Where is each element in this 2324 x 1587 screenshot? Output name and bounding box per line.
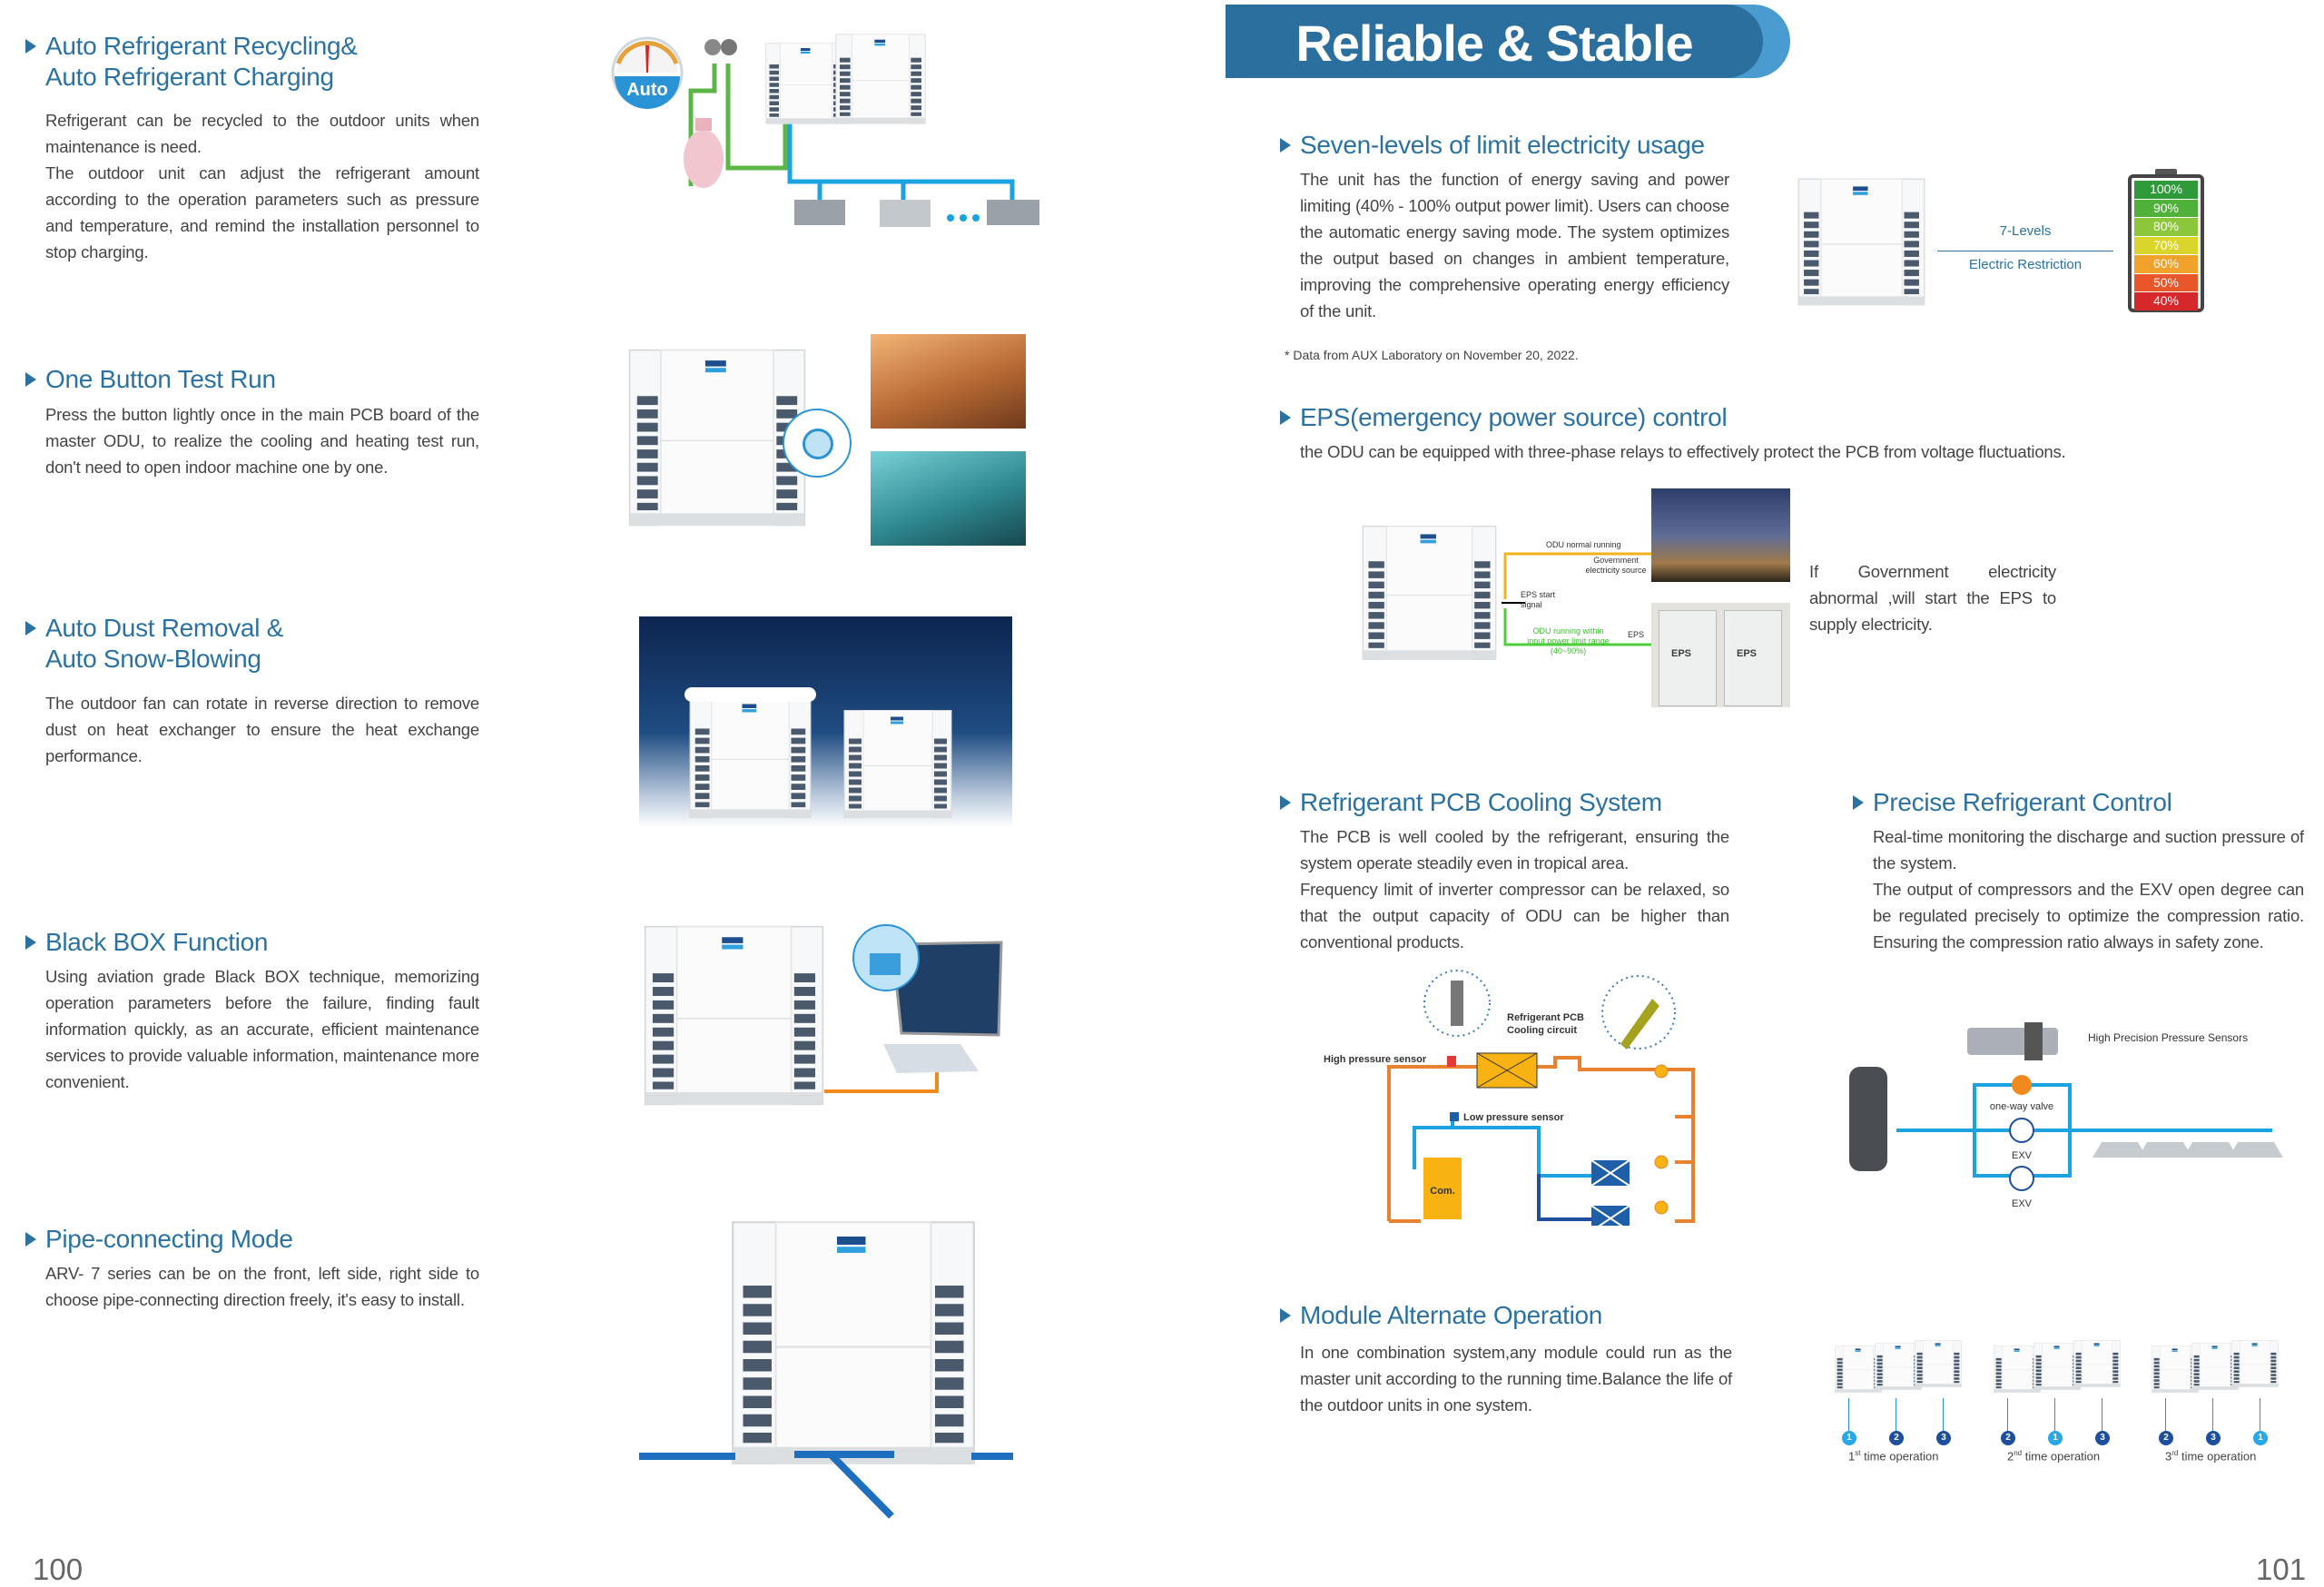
eps-cabinet-label: EPS [1671, 648, 1692, 659]
triangle-bullet-icon [1280, 410, 1291, 425]
footnote: * Data from AUX Laboratory on November 2… [1285, 348, 1579, 362]
one-way-valve-label: one-way valve [1990, 1101, 2053, 1112]
section-title-pcb-cooling: Refrigerant PCB Cooling System [1280, 787, 1662, 818]
section-title-one-button-test: One Button Test Run [25, 364, 276, 395]
eps-cabinets-photo: EPS EPS [1651, 603, 1790, 707]
section-body-auto-dust-removal: The outdoor fan can rotate in reverse di… [45, 694, 479, 765]
module-order-badge: 2 [2159, 1431, 2173, 1445]
section-title-eps: EPS(emergency power source) control [1280, 402, 1728, 433]
battery-icon: 100%90%80%70%60%50%40% [2128, 169, 2204, 312]
triangle-bullet-icon [1280, 1308, 1291, 1323]
computer-illustration [824, 917, 1015, 1108]
module-order-badge: 2 [2001, 1431, 2015, 1445]
section-title-auto-refrigerant: Auto Refrigerant Recycling& Auto Refrige… [25, 31, 358, 93]
triangle-bullet-icon [25, 935, 36, 950]
electric-restriction-label: Electric Restriction [1968, 257, 2083, 272]
page-number: 100 [33, 1552, 84, 1586]
section-body-black-box: Using aviation grade Black BOX technique… [45, 967, 479, 1091]
triangle-bullet-icon [25, 372, 36, 387]
room-photo-warm [871, 334, 1026, 429]
room-photo-cool [871, 451, 1026, 546]
section-body-pcb-cooling: The PCB is well cooled by the refrigeran… [1300, 827, 1729, 951]
compressor-label: Com. [1430, 1186, 1455, 1197]
odu-limited-label: ODU running within input power limit ran… [1527, 626, 1610, 656]
triangle-bullet-icon [1280, 795, 1291, 810]
module-order-badge: 3 [1936, 1431, 1951, 1445]
section-body-module-alternate: In one combination system,any module cou… [1300, 1343, 1732, 1414]
battery-level: 60% [2134, 255, 2198, 273]
page-banner: Reliable & Stable [1226, 5, 1790, 78]
circuit-label: Cooling circuit [1507, 1025, 1577, 1036]
eps-start-label: EPS start signal [1521, 590, 1556, 609]
battery-level: 100% [2134, 181, 2198, 199]
section-body-seven-levels: The unit has the function of energy savi… [1300, 170, 1729, 320]
section-body-eps: the ODU can be equipped with three-phase… [1300, 442, 2066, 461]
odu-module-image [1915, 1340, 1962, 1387]
odu-unit-image [644, 925, 824, 1106]
banner-title: Reliable & Stable [1295, 15, 1693, 72]
operation-label: 2nd time operation [2007, 1449, 2101, 1464]
operation-label: 3rd time operation [2165, 1449, 2257, 1464]
module-order-badge: 3 [2206, 1431, 2221, 1445]
pressure-sensor-label: High Precision Pressure Sensors [2088, 1031, 2248, 1044]
odu-unit-image [1797, 178, 1925, 306]
section-body-pipe-connecting: ARV- 7 series can be on the front, left … [45, 1264, 479, 1309]
triangle-bullet-icon [25, 621, 36, 636]
eps-side-text: If Government electricity abnormal ,will… [1809, 562, 2056, 634]
section-title-precise-control: Precise Refrigerant Control [1853, 787, 2172, 818]
test-button-icon [783, 409, 852, 478]
auto-badge: Auto [626, 80, 668, 100]
battery-level: 50% [2134, 273, 2198, 291]
pcb-cooling-diagram: Com. Refrigerant PCB Cooling circuit Hig… [1324, 970, 1695, 1226]
triangle-bullet-icon [25, 1232, 36, 1247]
section-body-one-button-test: Press the button lightly once in the mai… [45, 405, 479, 477]
odu-module-image [2073, 1340, 2121, 1387]
exv-label: EXV [2012, 1198, 2033, 1209]
module-order-badge: 1 [1842, 1431, 1856, 1445]
section-title-seven-levels: Seven-levels of limit electricity usage [1280, 130, 1705, 161]
battery-level: 40% [2134, 292, 2198, 310]
odu-unit-image [1362, 526, 1497, 660]
odu-normal-running-label: ODU normal running [1546, 540, 1621, 549]
pipe-connecting-illustration [635, 1217, 1017, 1525]
circuit-label: Refrigerant PCB [1507, 1012, 1584, 1023]
eps-flow-arrows [1502, 552, 1652, 646]
module-order-badge: 3 [2095, 1431, 2110, 1445]
page-number: 101 [2256, 1552, 2307, 1586]
module-order-badge: 2 [1889, 1431, 1904, 1445]
section-title-pipe-connecting: Pipe-connecting Mode [25, 1224, 293, 1255]
section-title-black-box: Black BOX Function [25, 927, 268, 958]
levels-label: 7-Levels [1999, 223, 2052, 239]
section-body-precise-control: Real-time monitoring the discharge and s… [1873, 827, 2304, 951]
gov-source-label: Government electricity source [1585, 556, 1647, 575]
snow-scene-image [639, 616, 1012, 827]
odu-unit-image [628, 349, 806, 527]
triangle-bullet-icon [25, 39, 36, 54]
exv-label: EXV [2012, 1150, 2033, 1161]
section-title-module-alternate: Module Alternate Operation [1280, 1300, 1602, 1331]
auto-refrigerant-illustration: Auto [604, 27, 1053, 254]
low-pressure-sensor-label: Low pressure sensor [1463, 1112, 1564, 1123]
module-order-badge: 1 [2253, 1431, 2268, 1445]
section-body-auto-refrigerant: Refrigerant can be recycled to the outdo… [45, 111, 479, 261]
power-tower-photo [1651, 488, 1790, 582]
eps-cabinet-label: EPS [1737, 648, 1758, 659]
precise-control-diagram: High Precision Pressure Sensors one-way … [1849, 1022, 2283, 1209]
battery-level: 90% [2134, 199, 2198, 217]
section-title-auto-dust-removal: Auto Dust Removal & Auto Snow-Blowing [25, 613, 283, 675]
triangle-bullet-icon [1853, 795, 1864, 810]
odu-module-image [2231, 1340, 2279, 1387]
triangle-bullet-icon [1280, 138, 1291, 153]
battery-level: 70% [2134, 236, 2198, 254]
module-order-badge: 1 [2048, 1431, 2063, 1445]
operation-label: 1st time operation [1848, 1449, 1939, 1464]
battery-level: 80% [2134, 218, 2198, 236]
high-pressure-sensor-label: High pressure sensor [1324, 1054, 1427, 1065]
eps-label: EPS [1628, 630, 1645, 639]
